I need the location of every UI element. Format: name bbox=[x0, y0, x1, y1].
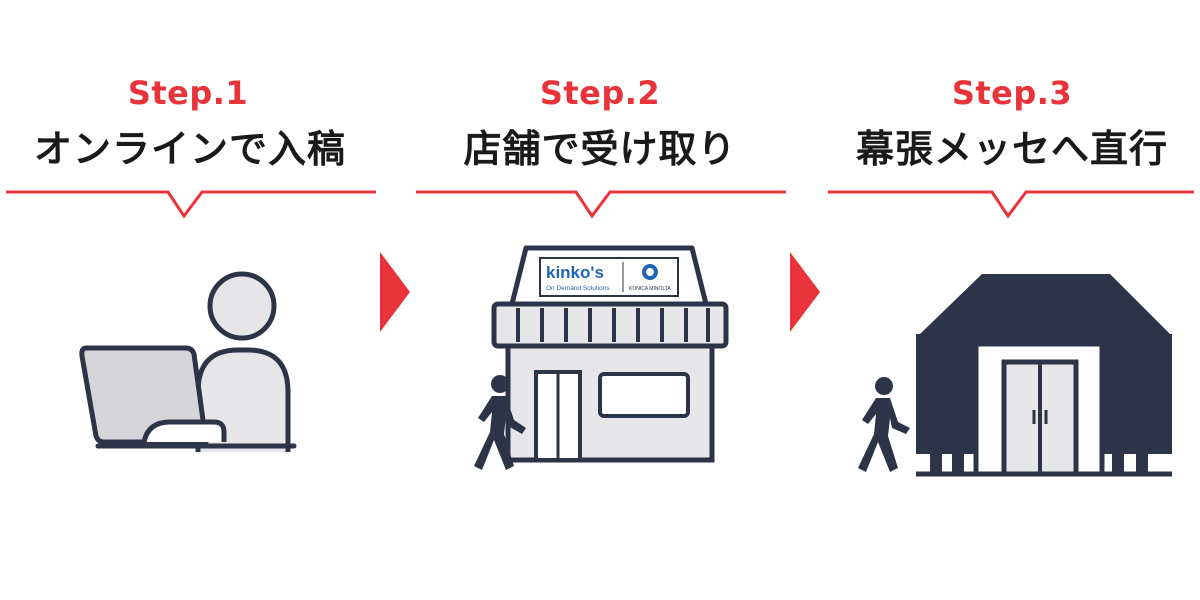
step-3-label: Step.3 bbox=[951, 74, 1073, 112]
store-sign-partner: KONICA MINOLTA bbox=[629, 286, 671, 292]
walking-person-icon bbox=[474, 375, 526, 470]
arrow-right-icon bbox=[380, 252, 410, 332]
step-3-title: 幕張メッセへ直行 bbox=[855, 127, 1168, 171]
step-1-title: オンラインで入稿 bbox=[33, 127, 346, 171]
step-1-callout-line bbox=[6, 190, 376, 219]
kinkos-store-icon: kinko's On Demand Solutions KONICA MINOL… bbox=[474, 245, 729, 470]
store-sign-tagline: On Demand Solutions bbox=[546, 285, 610, 292]
step-2-label: Step.2 bbox=[539, 74, 661, 112]
walking-person-icon bbox=[858, 377, 910, 472]
step-2-title: 店舗で受け取り bbox=[463, 127, 737, 171]
makuhari-messe-hall-icon bbox=[858, 274, 1172, 477]
arrow-right-icon bbox=[790, 252, 820, 332]
store-sign-brand: kinko's bbox=[546, 263, 604, 282]
step-1-label: Step.1 bbox=[127, 74, 249, 112]
step-3-callout-line bbox=[828, 190, 1194, 219]
step-2-callout-line bbox=[416, 190, 786, 219]
person-laptop-icon bbox=[79, 271, 297, 452]
